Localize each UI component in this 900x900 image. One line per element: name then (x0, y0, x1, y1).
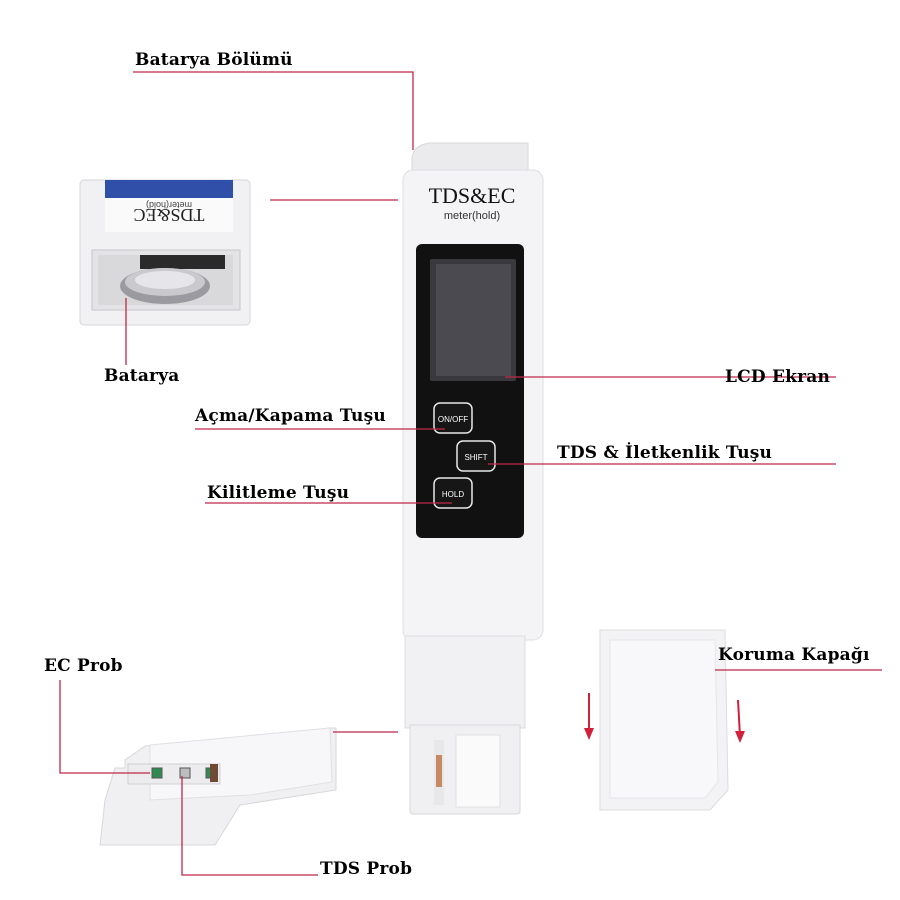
battery-compartment-image: TDS&EC meter(hold) (79, 179, 251, 326)
shift-button-label: SHIFT (464, 453, 487, 462)
meter-brand-text: TDS&EC (429, 183, 516, 208)
inset-model-text: meter(hold) (146, 200, 192, 210)
on-off-button-label: ON/OFF (438, 415, 468, 424)
leader-lines (59, 71, 882, 876)
label-ec-probe: EC Prob (44, 656, 123, 676)
label-battery: Batarya (104, 366, 180, 386)
label-tds-probe: TDS Prob (320, 859, 413, 879)
label-battery-compartment: Batarya Bölümü (135, 50, 293, 70)
probe-closeup-image (99, 727, 337, 846)
label-lock-button: Kilitleme Tuşu (207, 483, 350, 503)
label-protective-cap: Koruma Kapağı (718, 645, 870, 665)
on-off-button[interactable]: ON/OFF (433, 402, 473, 434)
label-lcd-screen: LCD Ekran (725, 367, 831, 387)
label-tds-conductivity-button: TDS & İletkenlik Tuşu (557, 443, 773, 463)
meter-model-text: meter(hold) (444, 210, 500, 222)
inset-brand-text: TDS&EC (133, 205, 204, 225)
shift-button[interactable]: SHIFT (456, 440, 496, 472)
hold-button-label: HOLD (442, 490, 464, 499)
protective-cap-image (599, 629, 729, 811)
label-power-button: Açma/Kapama Tuşu (195, 406, 386, 426)
tds-ec-meter: TDS&EC meter(hold) ON/OFF SHIFT HOLD (402, 142, 544, 815)
hold-button[interactable]: HOLD (433, 477, 473, 509)
down-arrow-icon (735, 699, 745, 743)
down-arrow-icon (584, 693, 594, 740)
